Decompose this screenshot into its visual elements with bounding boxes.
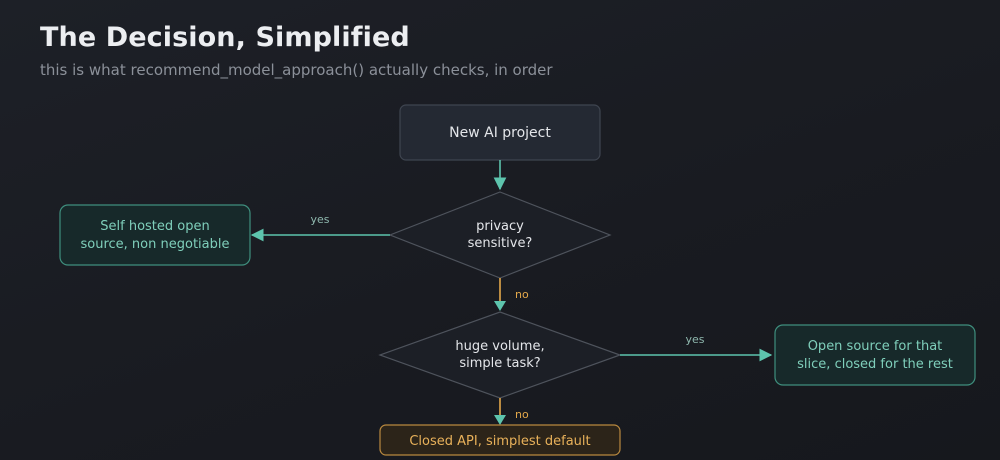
outcome-self-hosted-line-1: Self hosted open xyxy=(100,219,209,234)
decision-volume-line-2: simple task? xyxy=(459,356,540,371)
decision-privacy: privacy sensitive? xyxy=(388,191,612,279)
decision-volume-line-1: huge volume, xyxy=(455,339,544,354)
outcome-self-hosted-line-2: source, non negotiable xyxy=(81,237,230,252)
outcome-split-line-1: Open source for that xyxy=(808,339,943,354)
decision-privacy-line-1: privacy xyxy=(476,219,524,234)
outcome-split: Open source for that slice, closed for t… xyxy=(774,324,976,386)
edge-privacy-no-label: no xyxy=(515,288,529,301)
edge-volume-no-label: no xyxy=(515,408,529,421)
page-title: The Decision, Simplified xyxy=(40,22,410,53)
decision-privacy-line-2: sensitive? xyxy=(468,236,533,251)
edge-privacy-no-arrowhead xyxy=(494,301,506,311)
edge-volume-no-arrowhead xyxy=(494,415,506,425)
edge-volume-yes-label: yes xyxy=(685,333,704,346)
node-start: New AI project xyxy=(399,104,601,161)
decision-volume: huge volume, simple task? xyxy=(378,311,622,399)
outcome-default-label: Closed API, simplest default xyxy=(409,434,590,449)
outcome-split-line-2: slice, closed for the rest xyxy=(797,357,953,372)
outcome-default: Closed API, simplest default xyxy=(379,424,621,456)
outcome-self-hosted: Self hosted open source, non negotiable xyxy=(59,204,251,266)
edge-privacy-yes-label: yes xyxy=(310,213,329,226)
node-start-label: New AI project xyxy=(449,125,551,141)
page-subtitle: this is what recommend_model_approach() … xyxy=(40,61,553,79)
